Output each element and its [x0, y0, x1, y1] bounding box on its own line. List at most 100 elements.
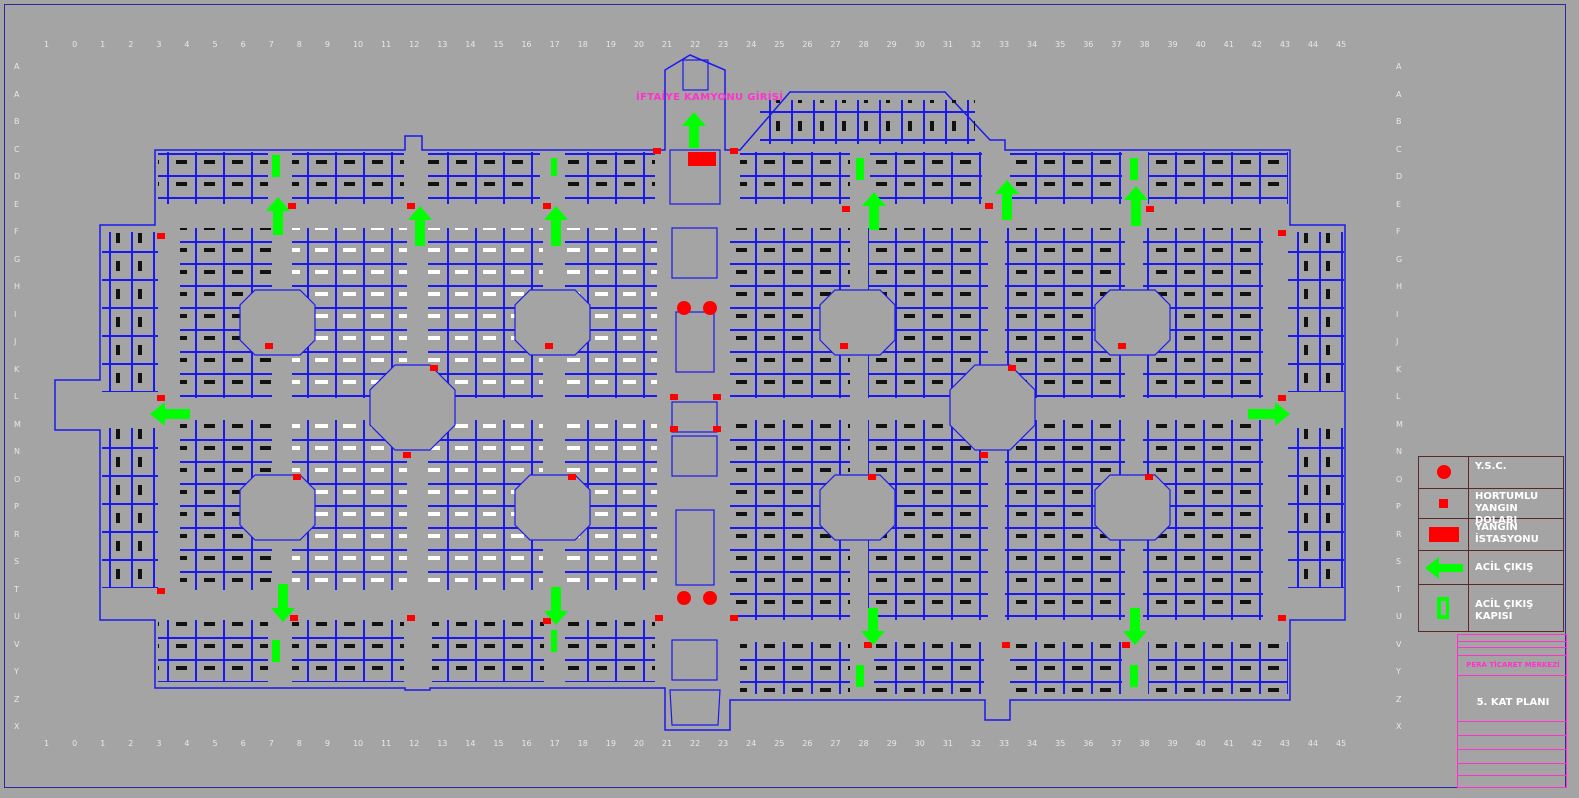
- grid-column-label: 41: [1223, 40, 1234, 49]
- grid-column-label: 26: [802, 739, 813, 748]
- grid-column-label: 33: [998, 40, 1010, 49]
- legend-symbol: [1419, 585, 1469, 631]
- grid-column-label: 20: [633, 40, 644, 49]
- atrium-voids: [239, 289, 1171, 541]
- grid-column-label: 29: [886, 739, 897, 748]
- legend-symbol: [1419, 489, 1469, 518]
- grid-row-label: T: [14, 584, 19, 594]
- legend-label: ACİL ÇIKIŞ KAPISI: [1475, 599, 1534, 622]
- grid-row-label: C: [1396, 144, 1402, 154]
- grid-column-label: 26: [802, 40, 813, 49]
- grid-column-label: 38: [1139, 40, 1150, 49]
- grid-column-label: 6: [240, 739, 246, 748]
- grid-column-label: 1: [44, 739, 50, 748]
- grid-row-label: U: [14, 612, 20, 621]
- grid-row-label: B: [14, 117, 20, 126]
- perimeter-shops: [102, 100, 1344, 694]
- grid-column-label: 19: [605, 739, 616, 748]
- grid-column-label: 28: [858, 40, 869, 49]
- grid-row-label: J: [14, 337, 17, 346]
- legend-symbol: [1419, 457, 1469, 488]
- legend-row: HORTUMLU YANGIN DOLABI: [1419, 489, 1563, 526]
- grid-row-label: I: [14, 309, 17, 319]
- grid-row-label: H: [1396, 282, 1403, 291]
- grid-column-label: 42: [1251, 40, 1262, 49]
- fire-truck-entry-label: İFTAİYE KAMYONU GİRİŞİ: [636, 92, 784, 103]
- grid-row-label: N: [1396, 447, 1402, 456]
- grid-column-label: 3: [156, 739, 162, 748]
- grid-row-label: B: [1396, 117, 1402, 126]
- grid-column-label: 12: [409, 739, 420, 748]
- grid-column-label: 11: [381, 40, 392, 49]
- central-spine: [669, 59, 721, 726]
- grid-column-label: 8: [296, 739, 302, 748]
- grid-column-label: 27: [830, 739, 841, 748]
- grid-row-label: J: [1396, 337, 1399, 346]
- grid-column-label: 39: [1167, 739, 1178, 748]
- grid-column-label: 7: [268, 739, 274, 748]
- grid-column-label: 44: [1307, 40, 1319, 49]
- grid-column-label: 19: [605, 40, 616, 49]
- grid-row-label: D: [14, 172, 21, 181]
- grid-column-label: 14: [465, 40, 476, 49]
- legend-label: YANGIN İSTASYONU: [1475, 522, 1539, 545]
- grid-row-label: O: [1396, 474, 1403, 484]
- grid-column-label: 9: [324, 739, 330, 748]
- grid-column-label: 1: [100, 40, 106, 49]
- legend-symbol: [1419, 519, 1469, 550]
- grid-column-label: 39: [1167, 40, 1178, 49]
- fire-station: [688, 152, 716, 166]
- grid-column-label: 16: [521, 40, 532, 49]
- arrow-icon: [1425, 557, 1463, 579]
- grid-column-label: 42: [1251, 739, 1262, 748]
- grid-column-label: 43: [1279, 40, 1290, 49]
- grid-column-label: 21: [661, 40, 673, 49]
- grid-column-label: 3: [156, 40, 162, 49]
- grid-column-label: 28: [858, 739, 869, 748]
- grid-row-label: S: [1396, 557, 1402, 566]
- legend-label: Y.S.C.: [1475, 461, 1507, 472]
- grid-row-label: M: [1396, 419, 1403, 429]
- grid-column-label: 34: [1027, 739, 1038, 748]
- grid-row-label: V: [1396, 639, 1402, 649]
- grid-row-label: O: [14, 474, 21, 484]
- grid-column-label: 17: [549, 739, 560, 748]
- grid-row-label: X: [14, 722, 20, 731]
- grid-column-label: 12: [409, 40, 420, 49]
- grid-column-label: 31: [942, 40, 953, 49]
- grid-row-label: E: [14, 199, 20, 209]
- grid-row-label: A: [14, 89, 20, 99]
- grid-column-label: 7: [268, 40, 274, 49]
- grid-row-label: A: [1396, 89, 1402, 99]
- grid-column-label: 4: [184, 40, 190, 49]
- grid-column-label: 10: [352, 739, 364, 748]
- grid-column-label: 2: [128, 40, 134, 49]
- grid-row-label: V: [14, 639, 20, 649]
- legend-label: HORTUMLU YANGIN DOLABI: [1475, 491, 1539, 526]
- grid-row-label: R: [1396, 529, 1402, 539]
- grid-column-label: 22: [690, 739, 701, 748]
- grid-column-label: 1: [44, 40, 50, 49]
- grid-row-label: K: [1396, 364, 1402, 374]
- grid-row-label: M: [14, 419, 21, 429]
- grid-column-label: 4: [184, 739, 190, 748]
- grid-row-label: U: [1396, 612, 1402, 621]
- grid-column-label: 8: [296, 40, 302, 49]
- grid-column-label: 45: [1336, 739, 1347, 748]
- legend-row: ACİL ÇIKIŞ KAPISI: [1419, 585, 1563, 631]
- grid-column-label: 25: [774, 40, 785, 49]
- grid-column-label: 44: [1307, 739, 1319, 748]
- legend: Y.S.C. HORTUMLU YANGIN DOLABI YANGIN İST…: [1418, 456, 1564, 632]
- grid-column-label: 22: [690, 40, 701, 49]
- grid-row-label: D: [1396, 172, 1403, 181]
- grid-column-label: 34: [1027, 40, 1038, 49]
- grid-column-label: 33: [998, 739, 1010, 748]
- grid-row-label: Y: [14, 667, 19, 676]
- grid-column-label: 23: [718, 739, 729, 748]
- grid-row-label: X: [1396, 722, 1402, 731]
- grid-row-label: F: [14, 227, 19, 236]
- grid-column-label: 40: [1195, 40, 1206, 49]
- fire-cabinets: [157, 148, 1286, 648]
- grid-row-label: L: [1396, 392, 1401, 401]
- grid-column-label: 5: [212, 40, 218, 49]
